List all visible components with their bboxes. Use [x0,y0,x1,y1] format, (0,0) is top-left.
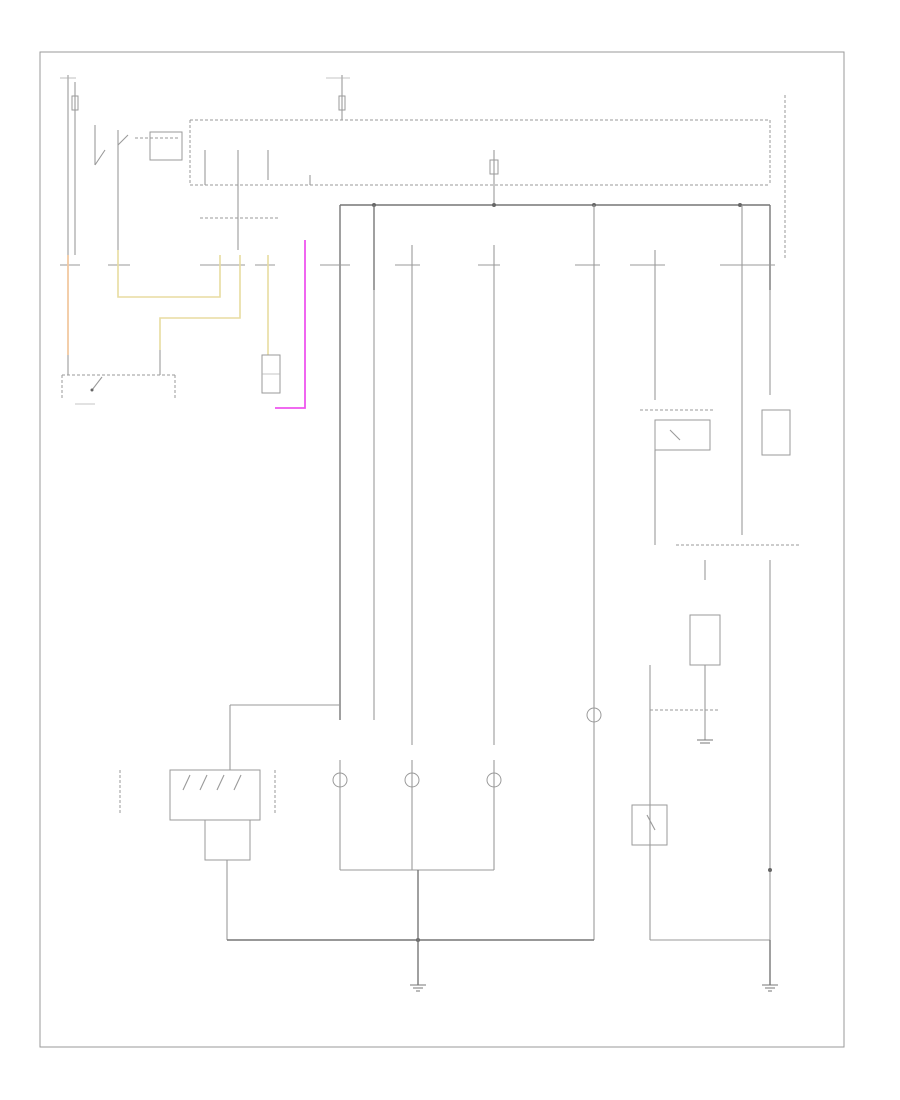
wire-yellow-2 [159,255,241,350]
switch-top-left [94,125,183,250]
ground-symbol-left [410,984,426,992]
fuse-feed-left [60,75,79,255]
junction-block-right [676,544,800,620]
switch-module-left [61,350,176,405]
wire-pink [275,240,306,409]
ground-bus [227,870,771,985]
distribution-block [189,95,786,260]
relay-right-lower [649,614,772,941]
power-bus [339,203,771,720]
vertical-wires [229,205,771,770]
relay-right-upper [640,409,715,545]
fuse-feed-center [326,75,350,120]
wire-yellow-1 [117,250,221,298]
diagram-border [39,51,845,1048]
ground-symbol-right [762,984,778,992]
component-row [119,690,602,940]
connector-strip [60,217,775,266]
ground-symbol-mid [697,739,713,744]
module-lower-right [631,804,668,846]
module-right-upper [761,409,791,456]
sensor-module [261,354,281,394]
